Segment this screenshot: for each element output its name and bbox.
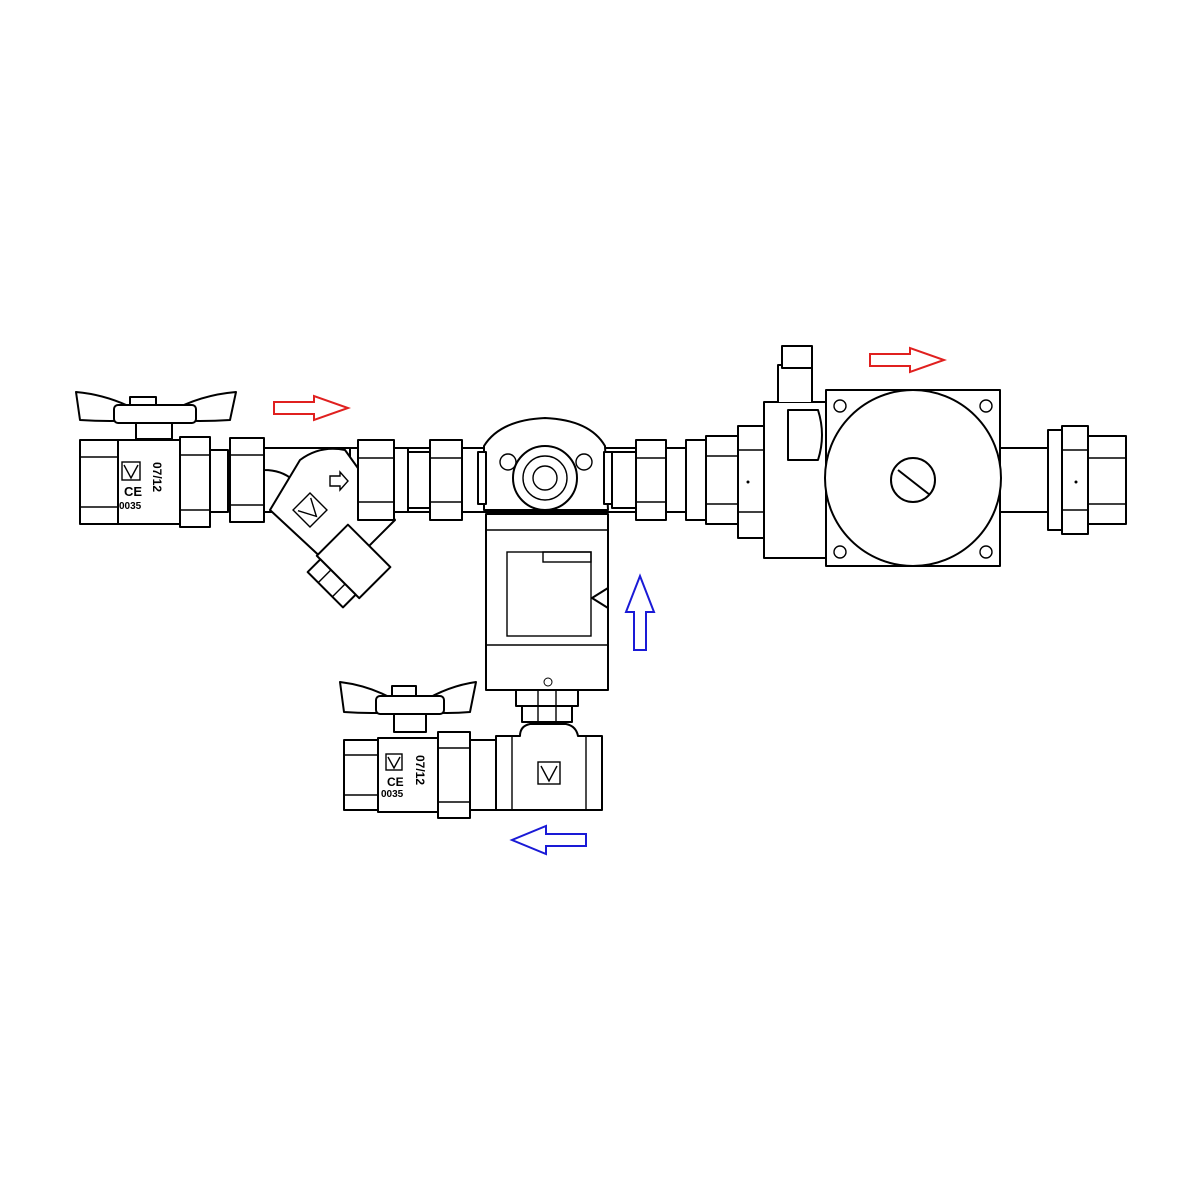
top-ball-valve[interactable]: CE 0035 07/12	[75, 391, 237, 528]
pump-cable-gland	[777, 364, 813, 402]
top-valve-ce-mark: CE	[124, 484, 142, 499]
handle-hub	[113, 404, 197, 424]
left-nipple-fittings	[357, 439, 463, 521]
v-logo-icon	[537, 761, 561, 785]
bottom-connector-nut	[515, 689, 579, 723]
v-logo-icon	[121, 461, 141, 481]
bottom-valve-date: 07/12	[413, 755, 427, 785]
top-valve-cert-number: 0035	[119, 501, 142, 512]
valve-thread	[469, 739, 497, 811]
valve-thread	[209, 449, 229, 513]
valve-union-nut	[179, 436, 211, 528]
valve-body	[117, 439, 181, 525]
circulation-pump[interactable]	[737, 345, 1002, 567]
supply-arrow-right	[869, 346, 948, 374]
supply-arrow-left	[273, 394, 352, 422]
valve-body	[377, 737, 439, 813]
right-nipple-fittings	[611, 435, 741, 525]
v-logo-icon	[292, 492, 328, 528]
v-logo-icon	[385, 753, 403, 771]
handle-hub	[375, 695, 445, 715]
valve-stem	[135, 422, 173, 440]
valve-union-nut	[437, 731, 471, 819]
bottom-valve-cert-number: 0035	[381, 789, 404, 800]
actuator-body	[485, 513, 609, 691]
return-arrow-up	[624, 573, 656, 651]
top-valve-date: 07/12	[150, 462, 164, 492]
valve-hex-end	[343, 739, 379, 811]
mixing-valve[interactable]	[477, 417, 613, 691]
handle-nut	[391, 685, 417, 697]
bottom-valve-ce-mark: CE	[387, 775, 404, 789]
valve-stem	[393, 713, 427, 733]
flow-arrow-icon	[329, 470, 349, 492]
return-arrow-left	[509, 824, 587, 856]
left-union-fitting	[229, 437, 265, 523]
right-union-fitting	[1047, 425, 1127, 535]
bottom-ball-valve[interactable]: CE 0035 07/12	[339, 681, 497, 819]
actuator-lever[interactable]	[591, 587, 609, 609]
tee-fitting	[495, 723, 603, 811]
pump-vent-screw[interactable]	[890, 457, 936, 503]
valve-hex-end	[79, 439, 119, 525]
